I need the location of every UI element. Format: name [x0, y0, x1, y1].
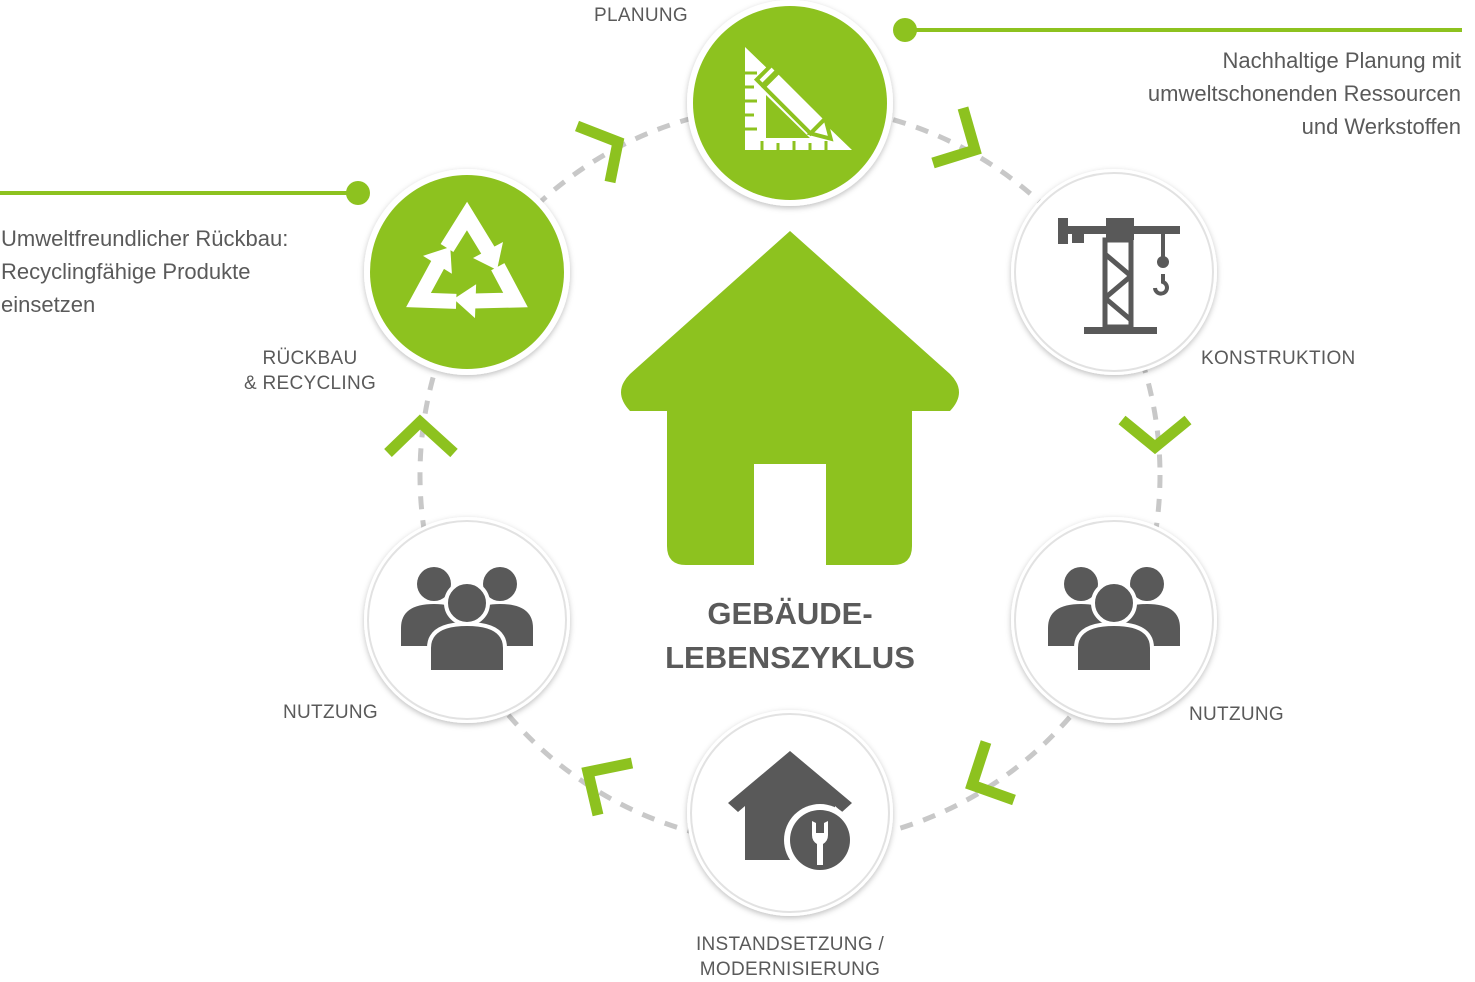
stage-label-line: KONSTRUKTION	[1201, 348, 1356, 369]
stage-label-nutzung-right: NUTZUNG	[1189, 704, 1284, 726]
stage-label-instandsetzung: INSTANDSETZUNG / MODERNISIERUNG	[640, 932, 940, 982]
note-line: einsetzen	[1, 292, 96, 317]
direction-arrow-icon	[384, 414, 458, 458]
title-line: GEBÄUDE-	[707, 596, 873, 631]
stage-label-line: NUTZUNG	[283, 702, 378, 723]
stage-node-instandsetzung	[687, 710, 893, 916]
note-planung: Nachhaltige Planung mit umweltschonenden…	[1148, 44, 1461, 143]
direction-arrow-icon	[575, 120, 625, 184]
people-group-icon	[401, 567, 533, 674]
house-wrench-icon	[728, 751, 856, 876]
house-icon	[621, 231, 959, 565]
stage-node-nutzung-left	[364, 517, 570, 723]
note-connector-rueckbau	[0, 181, 370, 205]
stage-node-konstruktion	[1011, 169, 1217, 375]
title-line: LEBENSZYKLUS	[665, 640, 915, 675]
note-line: Nachhaltige Planung mit	[1222, 48, 1461, 73]
note-line: Umweltfreundlicher Rückbau:	[1, 226, 289, 251]
drafting-triangle-pencil-icon	[745, 47, 852, 150]
stage-label-line: INSTANDSETZUNG /	[695, 934, 885, 955]
stage-label-konstruktion: KONSTRUKTION	[1201, 348, 1356, 370]
stage-node-planung	[687, 0, 893, 206]
note-line: umweltschonenden Ressourcen	[1147, 81, 1461, 106]
diagram-title: GEBÄUDE- LEBENSZYKLUS	[590, 592, 990, 680]
stage-node-rueckbau	[364, 169, 570, 375]
note-line: und Werkstoffen	[1301, 114, 1461, 139]
direction-arrow-icon	[1118, 415, 1192, 455]
stage-label-line: MODERNISIERUNG	[699, 959, 881, 980]
stage-node-nutzung-right	[1011, 517, 1217, 723]
stage-label-planung: PLANUNG	[594, 5, 688, 27]
stage-label-line: RÜCKBAU	[262, 348, 358, 369]
stage-label-line: PLANUNG	[594, 5, 688, 26]
note-connector-planung	[893, 18, 1462, 42]
stage-label-line: NUTZUNG	[1189, 704, 1284, 725]
note-line: Recyclingfähige Produkte	[1, 259, 251, 284]
note-rueckbau: Umweltfreundlicher Rückbau: Recyclingfäh…	[1, 222, 288, 321]
direction-arrow-icon	[581, 757, 634, 817]
direction-arrow-icon	[931, 106, 982, 169]
people-group-icon	[1048, 567, 1180, 674]
direction-arrow-icon	[965, 740, 1016, 806]
stage-label-rueckbau: RÜCKBAU & RECYCLING	[230, 346, 390, 396]
recycle-icon	[406, 201, 528, 319]
stage-label-nutzung-left: NUTZUNG	[283, 702, 378, 724]
stage-label-line: & RECYCLING	[243, 373, 377, 394]
crane-icon	[1058, 218, 1180, 334]
